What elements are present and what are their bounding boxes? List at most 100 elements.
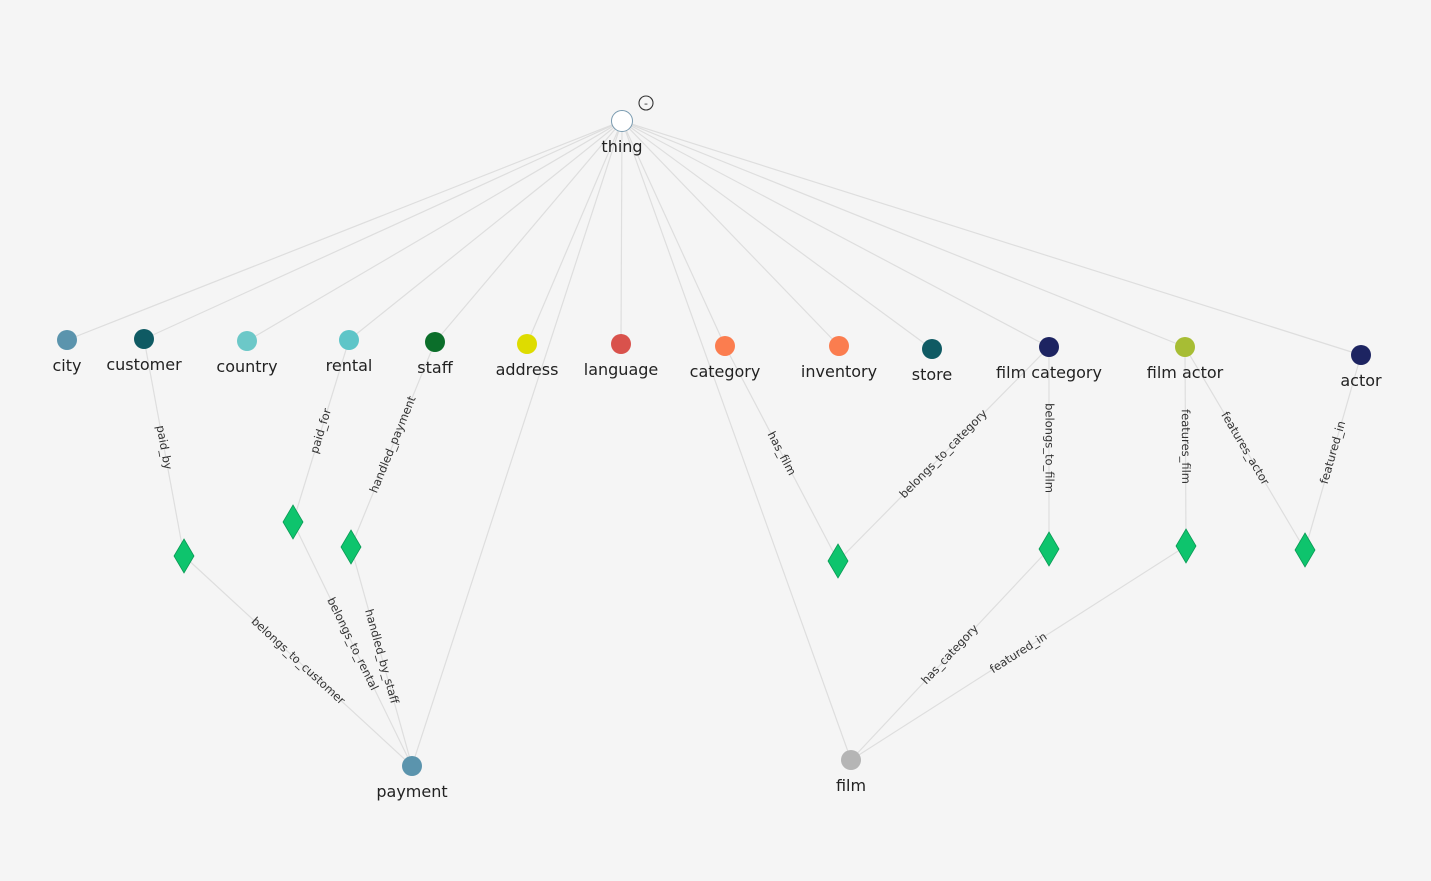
relation-node-r-customer-payment[interactable] [173,538,195,574]
entity-label: category [690,362,761,381]
entity-dot[interactable] [237,331,257,351]
entity-label: staff [417,358,453,377]
role-edge-has-category [850,548,1050,761]
entity-dot[interactable] [339,330,359,350]
entity-label: customer [106,355,182,374]
role-label-paid-for: paid_for [307,406,334,455]
relation-node-r-category-film[interactable] [827,543,849,579]
entity-label: city [53,356,82,375]
entity-node-film[interactable]: film [836,750,866,795]
role-edge-belongs-to-customer [183,555,413,767]
role-label-has-category: has_category [918,621,981,687]
entity-label: store [912,365,952,384]
entity-node-city[interactable]: city [53,330,82,375]
entity-label: actor [1340,371,1382,390]
role-label-belongs-to-customer: belongs_to_customer [249,614,349,707]
role-label-handled-payment: handled_payment [366,393,418,495]
relation-node-r-filmactor-film[interactable] [1175,528,1197,564]
entity-dot[interactable] [841,750,861,770]
entity-label: payment [376,782,447,801]
subtype-edge-actor [621,120,1362,356]
entity-node-staff[interactable]: staff [417,332,454,377]
role-label-paid-by: paid_by [154,424,176,471]
subtype-edge-rental [348,120,623,341]
role-label-belongs-to-film: belongs_to_film [1043,403,1057,493]
entity-dot[interactable] [134,329,154,349]
entity-node-address[interactable]: address [496,334,559,379]
entity-node-rental[interactable]: rental [326,330,373,375]
role-edge-handled-payment [350,341,436,548]
subtype-edge-city [66,120,623,341]
role-edge-belongs-to-rental [292,521,413,767]
role-edge-handled-by-staff [350,546,413,767]
root-label: thing [601,137,642,156]
entity-dot[interactable] [715,336,735,356]
role-label-features-actor: features_actor [1218,409,1272,488]
entity-label: address [496,360,559,379]
entity-dot[interactable] [517,334,537,354]
entity-label: film actor [1147,363,1224,382]
role-edge-features-film [1184,346,1187,547]
role-label-featured-in: featured_in [1317,419,1348,485]
relations-layer [173,504,1316,579]
entity-label: inventory [801,362,877,381]
subtype-edge-inventory [621,120,840,347]
edge-labels-layer: paid_by belongs_to_customer paid_for belong… [154,393,1349,707]
root-node-thing[interactable]: thing [601,110,643,157]
relation-node-r-actor-filmactor[interactable] [1294,532,1316,568]
entity-node-customer[interactable]: customer [106,329,182,374]
subtype-edge-store [621,120,933,350]
entity-node-category[interactable]: category [690,336,761,381]
subtype-edge-payment [411,120,623,767]
entity-label: rental [326,356,373,375]
role-label-belongs-to-category: belongs_to_category [896,406,990,501]
relation-node-r-staff-payment[interactable] [340,529,362,565]
subtype-edge-country [246,120,623,342]
entity-dot[interactable] [425,332,445,352]
entity-node-actor[interactable]: actor [1340,345,1382,390]
subtype-edge-film-actor [621,120,1186,348]
entity-node-store[interactable]: store [912,339,952,384]
entity-node-country[interactable]: country [216,331,278,376]
subtype-edge-address [526,120,623,345]
entity-node-film-actor[interactable]: film actor [1147,337,1224,382]
relation-node-r-filmcategory-film[interactable] [1038,531,1060,567]
role-edge-paid-by [143,338,185,557]
entity-node-film-category[interactable]: film category [996,337,1102,382]
relation-node-r-rental-payment[interactable] [282,504,304,540]
entity-dot[interactable] [402,756,422,776]
subtype-edge-staff [434,120,623,343]
entity-node-language[interactable]: language [584,334,659,379]
role-edge-featured-in [850,545,1187,761]
role-edge-paid-for [292,339,350,523]
entity-label: country [216,357,277,376]
entity-label: film category [996,363,1102,382]
toggle-symbol: - [644,97,648,110]
entity-dot[interactable] [1351,345,1371,365]
entity-label: language [584,360,659,379]
entity-node-payment[interactable]: payment [376,756,448,801]
root-dot[interactable] [611,110,633,132]
entity-node-inventory[interactable]: inventory [801,336,877,381]
subtype-edge-film-category [621,120,1050,348]
nodes-layer: city customer country rental staff address lan… [53,95,1382,801]
collapse-toggle-button[interactable]: - [638,95,654,111]
role-edge-featured-in [1304,354,1362,551]
minus-icon [638,95,654,111]
role-label-featured-in: featured_in [987,629,1049,676]
entity-dot[interactable] [829,336,849,356]
subtype-edge-category [621,120,726,347]
edges-layer [66,120,1362,767]
entity-dot[interactable] [57,330,77,350]
role-edge-features-actor [1184,346,1306,551]
entity-dot[interactable] [611,334,631,354]
entity-dot[interactable] [922,339,942,359]
subtype-edge-language [620,120,623,345]
entity-label: film [836,776,866,795]
role-edge-has-film [724,345,839,562]
role-label-has-film: has_film [765,429,800,478]
entity-dot[interactable] [1039,337,1059,357]
subtype-edge-customer [143,120,623,340]
entity-dot[interactable] [1175,337,1195,357]
